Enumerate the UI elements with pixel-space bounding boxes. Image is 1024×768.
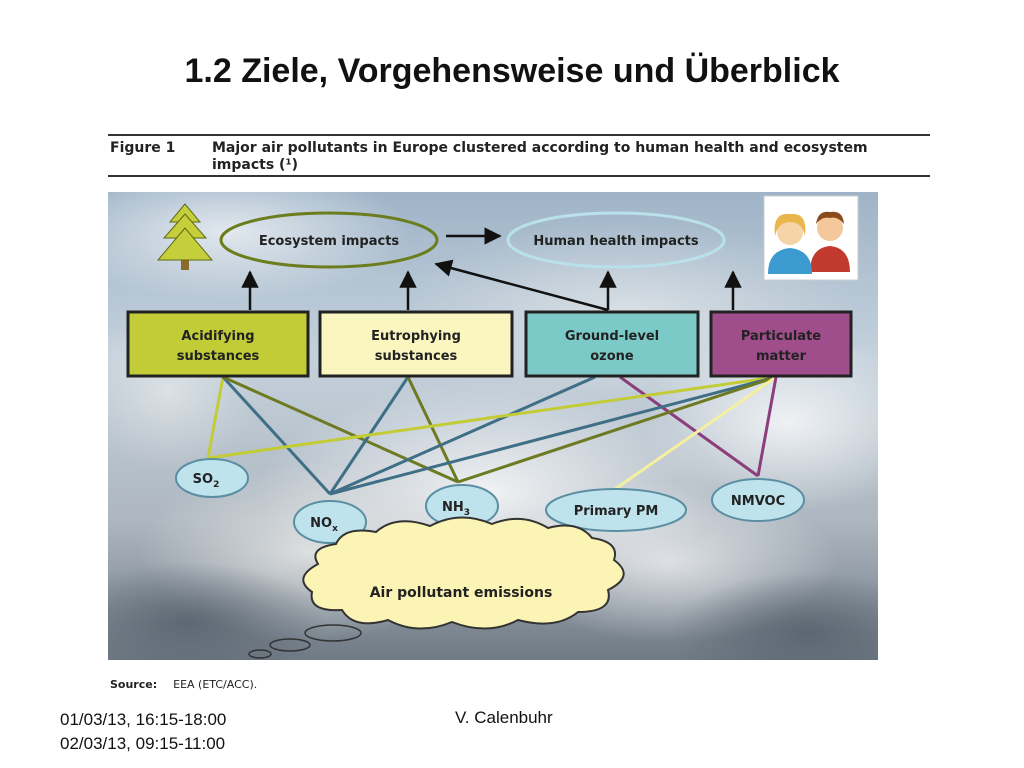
source-label: Source: <box>110 678 158 691</box>
svg-text:NOx: NOx <box>310 516 338 534</box>
svg-text:NMVOC: NMVOC <box>731 494 785 509</box>
svg-text:Eutrophying: Eutrophying <box>371 329 461 344</box>
svg-text:Particulate: Particulate <box>741 329 821 344</box>
category-particulate-matter: Particulate matter <box>709 310 853 378</box>
svg-text:substances: substances <box>375 349 458 364</box>
svg-text:substances: substances <box>177 349 260 364</box>
footer-date-1: 01/03/13, 16:15-18:00 <box>60 710 227 729</box>
pollutant-connections <box>206 375 778 496</box>
footer-date-2: 02/03/13, 09:15-11:00 <box>60 734 226 753</box>
category-eutrophying: Eutrophying substances <box>318 310 514 378</box>
emissions-cloud: Air pollutant emissions <box>248 516 625 659</box>
slide-title: 1.2 Ziele, Vorgehensweise und Überblick <box>184 52 840 90</box>
footer-author: V. Calenbuhr <box>455 708 553 727</box>
source-text: EEA (ETC/ACC). <box>173 678 258 691</box>
svg-text:Acidifying: Acidifying <box>181 329 254 344</box>
human-health-impacts-ellipse <box>506 211 726 269</box>
figure-top-rule <box>108 134 930 136</box>
people-icon <box>763 195 859 281</box>
human-health-impacts-label: Human health impacts <box>533 234 699 249</box>
figure-source: Source: EEA (ETC/ACC). <box>110 678 257 691</box>
svg-text:SO2: SO2 <box>193 472 220 490</box>
ecosystem-impacts-label: Ecosystem impacts <box>259 234 400 249</box>
ecosystem-impacts-ellipse <box>219 211 439 269</box>
footer-dates: 01/03/13, 16:15-18:00 02/03/13, 09:15-11… <box>60 708 226 756</box>
pollutant-nmvoc: NMVOC <box>711 478 805 522</box>
svg-text:ozone: ozone <box>590 349 634 364</box>
svg-text:Ground-level: Ground-level <box>565 329 659 344</box>
svg-text:matter: matter <box>756 349 807 364</box>
pollutant-so2: SO2 <box>175 458 249 498</box>
svg-text:Primary PM: Primary PM <box>574 504 659 519</box>
air-pollutant-diagram: Ecosystem impacts Human health impacts A… <box>108 192 878 660</box>
figure-label: Figure 1 <box>110 140 176 156</box>
figure-bottom-rule <box>108 175 930 177</box>
emissions-label: Air pollutant emissions <box>370 585 553 601</box>
category-acidifying: Acidifying substances <box>126 310 310 378</box>
figure-caption: Major air pollutants in Europe clustered… <box>212 140 868 173</box>
pollutant-primary-pm: Primary PM <box>545 488 687 532</box>
svg-text:NH3: NH3 <box>442 500 470 518</box>
category-ground-level-ozone: Ground-level ozone <box>524 310 700 378</box>
impact-arrows <box>241 227 742 312</box>
tree-icon <box>156 203 214 270</box>
